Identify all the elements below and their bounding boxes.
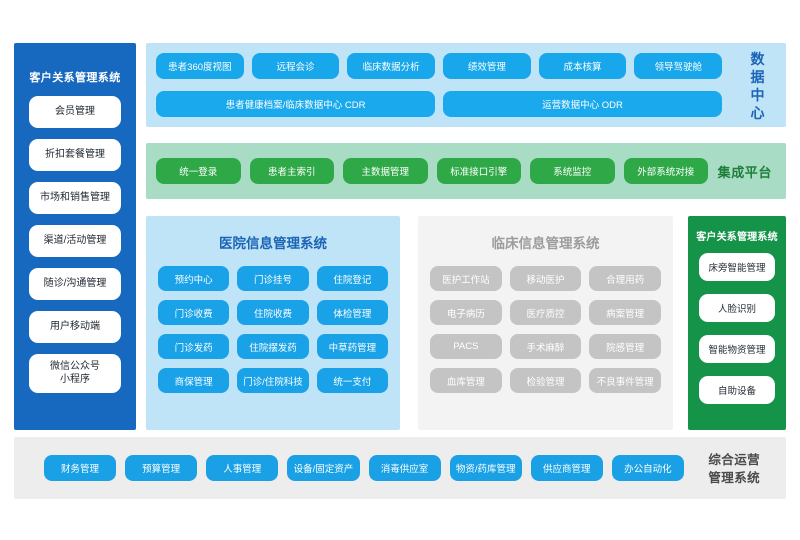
cell-surgery-anesthesia[interactable]: 手术麻醉: [509, 334, 582, 359]
sidebar-item-member-management[interactable]: 会员管理: [29, 96, 121, 128]
cell-mobile-nursing[interactable]: 移动医护: [509, 266, 582, 291]
crm-right-panel: 客户关系管理系统 床旁智能管理 人脸识别 智能物资管理 自助设备: [688, 216, 786, 430]
sidebar-item-user-mobile[interactable]: 用户移动端: [29, 311, 121, 343]
cell-herbal-medicine-management[interactable]: 中草药管理: [316, 334, 388, 359]
crm-right-list: 床旁智能管理 人脸识别 智能物资管理 自助设备: [688, 253, 786, 404]
cell-medical-quality-control[interactable]: 医疗质控: [509, 300, 582, 325]
operations-label-line-1: 综合运营: [708, 453, 760, 467]
operations-chip-row: 财务管理 预算管理 人事管理 设备/固定资产 消毒供应室 物资/药库管理 供应商…: [44, 455, 684, 481]
cis-panel: 临床信息管理系统 医护工作站 移动医护 合理用药 电子病历 医疗质控 病案管理 …: [418, 216, 673, 430]
sidebar-item-wechat-miniprogram[interactable]: 微信公众号 小程序: [29, 354, 121, 393]
cell-adverse-event-management[interactable]: 不良事件管理: [589, 368, 661, 393]
chip-remote-consultation[interactable]: 远程会诊: [251, 53, 340, 79]
chip-external-system-integration[interactable]: 外部系统对接: [623, 158, 708, 184]
cell-unified-payment[interactable]: 统一支付: [316, 368, 388, 393]
cell-medical-record-management[interactable]: 病案管理: [589, 300, 661, 325]
cell-inpatient-billing[interactable]: 住院收费: [237, 300, 309, 325]
operations-section: 财务管理 预算管理 人事管理 设备/固定资产 消毒供应室 物资/药库管理 供应商…: [14, 437, 786, 499]
cell-commercial-insurance[interactable]: 商保管理: [158, 368, 230, 393]
integration-platform-section: 统一登录 患者主索引 主数据管理 标准接口引擎 系统监控 外部系统对接 集成平台: [146, 143, 786, 199]
cell-physical-exam-management[interactable]: 体检管理: [316, 300, 388, 325]
data-center-bar-row: 患者健康档案/临床数据中心 CDR 运营数据中心 ODR: [156, 91, 722, 117]
integration-platform-label: 集成平台: [717, 165, 772, 180]
chip-cost-accounting[interactable]: 成本核算: [538, 53, 627, 79]
his-panel-title: 医院信息管理系统: [219, 236, 327, 251]
wechat-line-1: 微信公众号: [50, 361, 100, 372]
chip-office-automation[interactable]: 办公自动化: [611, 455, 684, 481]
cell-self-service-equipment[interactable]: 自助设备: [699, 376, 775, 404]
chip-equipment-fixed-assets[interactable]: 设备/固定资产: [287, 455, 360, 481]
cell-outpatient-pharmacy[interactable]: 门诊发药: [158, 334, 230, 359]
his-panel: 医院信息管理系统 预约中心 门诊挂号 住院登记 门诊收费 住院收费 体检管理 门…: [146, 216, 400, 430]
sidebar-item-channel-campaign[interactable]: 渠道/活动管理: [29, 225, 121, 257]
chip-supplier-management[interactable]: 供应商管理: [530, 455, 603, 481]
cell-bedside-smart-management[interactable]: 床旁智能管理: [699, 253, 775, 281]
cis-panel-title: 临床信息管理系统: [491, 236, 600, 251]
cell-face-recognition[interactable]: 人脸识别: [699, 294, 775, 322]
cis-grid: 医护工作站 移动医护 合理用药 电子病历 医疗质控 病案管理 PACS 手术麻醉…: [430, 266, 661, 393]
chip-budget-management[interactable]: 预算管理: [125, 455, 198, 481]
cell-infection-control[interactable]: 院感管理: [589, 334, 661, 359]
operations-label: 综合运营 管理系统: [708, 451, 760, 487]
cell-nursing-workstation[interactable]: 医护工作站: [430, 266, 502, 291]
chip-hr-management[interactable]: 人事管理: [206, 455, 279, 481]
operations-label-line-2: 管理系统: [708, 471, 760, 486]
sidebar-item-marketing-sales[interactable]: 市场和销售管理: [29, 182, 121, 214]
chip-system-monitoring[interactable]: 系统监控: [530, 158, 615, 184]
cell-smart-materials-management[interactable]: 智能物资管理: [699, 335, 775, 363]
cell-laboratory-management[interactable]: 检验管理: [509, 368, 582, 393]
data-center-label: 数据中心: [750, 51, 766, 121]
cell-electronic-medical-record[interactable]: 电子病历: [430, 300, 502, 325]
chip-patient-master-index[interactable]: 患者主索引: [249, 158, 334, 184]
chip-patient-360-view[interactable]: 患者360度视图: [156, 53, 244, 79]
cell-pacs[interactable]: PACS: [430, 334, 502, 359]
cell-blood-bank-management[interactable]: 血库管理: [430, 368, 502, 393]
chip-standard-interface-engine[interactable]: 标准接口引擎: [436, 158, 521, 184]
chip-leadership-dashboard[interactable]: 领导驾驶舱: [634, 53, 723, 79]
wechat-line-2: 小程序: [60, 373, 90, 385]
cell-inpatient-admission[interactable]: 住院登记: [316, 266, 388, 291]
sidebar-item-followup-communication[interactable]: 随诊/沟通管理: [29, 268, 121, 300]
data-center-chip-row: 患者360度视图 远程会诊 临床数据分析 绩效管理 成本核算 领导驾驶舱: [156, 53, 723, 79]
bar-operational-data-repository[interactable]: 运营数据中心 ODR: [443, 91, 722, 117]
chip-master-data-management[interactable]: 主数据管理: [343, 158, 428, 184]
chip-sterilization-supply[interactable]: 消毒供应室: [368, 455, 441, 481]
crm-sidebar-title: 客户关系管理系统: [29, 72, 121, 84]
chip-unified-login[interactable]: 统一登录: [156, 158, 241, 184]
his-grid: 预约中心 门诊挂号 住院登记 门诊收费 住院收费 体检管理 门诊发药 住院摆发药…: [158, 266, 388, 393]
cell-outpatient-inpatient-tech[interactable]: 门诊/住院科技: [237, 368, 309, 393]
chip-financial-management[interactable]: 财务管理: [44, 455, 117, 481]
integration-chip-row: 统一登录 患者主索引 主数据管理 标准接口引擎 系统监控 外部系统对接: [156, 158, 708, 184]
cell-outpatient-registration[interactable]: 门诊挂号: [237, 266, 309, 291]
chip-clinical-data-analysis[interactable]: 临床数据分析: [347, 53, 436, 79]
cell-outpatient-billing[interactable]: 门诊收费: [158, 300, 230, 325]
cell-inpatient-pharmacy[interactable]: 住院摆发药: [237, 334, 309, 359]
sidebar-item-discount-package[interactable]: 折扣套餐管理: [29, 139, 121, 171]
data-center-section: 患者360度视图 远程会诊 临床数据分析 绩效管理 成本核算 领导驾驶舱 患者健…: [146, 43, 786, 127]
crm-right-panel-title: 客户关系管理系统: [696, 232, 778, 243]
chip-performance-management[interactable]: 绩效管理: [443, 53, 531, 79]
bar-clinical-data-repository[interactable]: 患者健康档案/临床数据中心 CDR: [156, 91, 435, 117]
chip-materials-drug-warehouse[interactable]: 物资/药库管理: [449, 455, 522, 481]
crm-sidebar: 客户关系管理系统 会员管理 折扣套餐管理 市场和销售管理 渠道/活动管理 随诊/…: [14, 43, 136, 430]
cell-rational-drug-use[interactable]: 合理用药: [589, 266, 661, 291]
cell-appointment-center[interactable]: 预约中心: [158, 266, 230, 291]
